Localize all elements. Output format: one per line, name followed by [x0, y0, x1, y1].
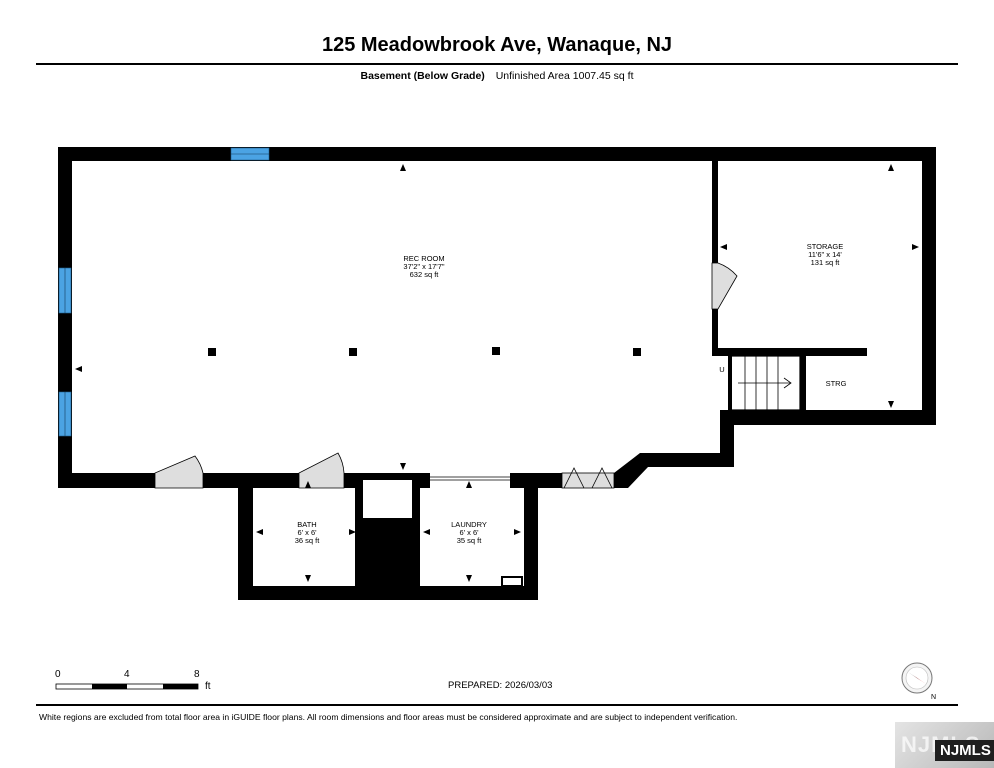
- stairs-arrow: [783, 377, 792, 389]
- wall-west: [58, 147, 72, 488]
- staircase: [728, 355, 801, 411]
- door-swing-bath: [298, 452, 345, 489]
- wall-bath-east: [355, 478, 361, 588]
- title-divider: [36, 63, 958, 65]
- door-swing-storage: [711, 262, 738, 310]
- laundry-fixture: [501, 576, 523, 587]
- laundry-dims: 6' x 6': [459, 528, 479, 537]
- stairs-up-marker: U: [719, 365, 724, 374]
- laundry-area: 35 sq ft: [457, 536, 483, 545]
- area-summary: Unfinished Area 1007.45 sq ft: [495, 70, 634, 82]
- windows: [58, 147, 270, 437]
- watermark-logo: NJMLS: [935, 740, 994, 761]
- storage-dims: 11'6" x 14': [808, 250, 842, 259]
- chase-block: [361, 518, 414, 586]
- mls-watermark: NJMLS NJMLS: [895, 722, 994, 768]
- compass: N: [900, 661, 942, 708]
- wall-bath-west: [238, 473, 253, 600]
- doors: [154, 262, 738, 489]
- rec-room-area: 632 sq ft: [410, 270, 440, 279]
- level-name: Basement (Below Grade): [360, 70, 485, 82]
- wall-east: [922, 147, 936, 425]
- wall-angled: [614, 453, 734, 488]
- wall-jog: [720, 410, 734, 467]
- wall-east-lower: [720, 410, 936, 425]
- wall-laundry-west: [414, 478, 420, 588]
- bath-name: BATH: [297, 520, 316, 529]
- scale-tick-0: 0: [55, 669, 61, 680]
- level-summary: Basement (Below Grade) Unfinished Area 1…: [0, 70, 994, 82]
- wall-laundry-east: [524, 473, 538, 600]
- room-labels: REC ROOM 37'2" x 17'7" 632 sq ft STORAGE…: [295, 242, 847, 545]
- disclaimer: White regions are excluded from total fl…: [39, 712, 738, 722]
- bifold-right: [591, 467, 613, 489]
- wall-strg-west: [800, 356, 806, 412]
- wall-storage-west: [712, 161, 718, 352]
- footer-divider: [36, 704, 958, 706]
- bifold-left: [563, 467, 585, 489]
- bath-dims: 6' x 6': [297, 528, 317, 537]
- scale-bar: [55, 683, 199, 690]
- page-title: 125 Meadowbrook Ave, Wanaque, NJ: [321, 34, 673, 56]
- wall-south-west: [58, 473, 155, 488]
- walls: [58, 147, 936, 600]
- door-bifold-east: [561, 472, 615, 489]
- door-swing-west: [154, 455, 204, 489]
- laundry-name: LAUNDRY: [451, 520, 487, 529]
- dimension-markers: [75, 164, 919, 582]
- wall-storage-south: [712, 348, 867, 356]
- strg-name: STRG: [826, 379, 847, 388]
- scale-tick-4: 4: [124, 669, 130, 680]
- storage-area: 131 sq ft: [811, 258, 841, 267]
- bath-area: 36 sq ft: [295, 536, 321, 545]
- storage-name: STORAGE: [807, 242, 844, 251]
- scale-unit: ft: [205, 681, 211, 692]
- closet-box: [359, 476, 416, 522]
- rec-room-dims: 37'2" x 17'7": [403, 262, 444, 271]
- compass-icon: N: [901, 662, 936, 701]
- wall-south-lower: [238, 586, 538, 600]
- prepared-date: PREPARED: 2026/03/03: [448, 680, 553, 691]
- columns: [208, 347, 641, 356]
- wall-north: [58, 147, 936, 161]
- compass-north-label: N: [931, 694, 936, 701]
- scale-tick-8: 8: [194, 669, 200, 680]
- rec-room-name: REC ROOM: [403, 254, 444, 263]
